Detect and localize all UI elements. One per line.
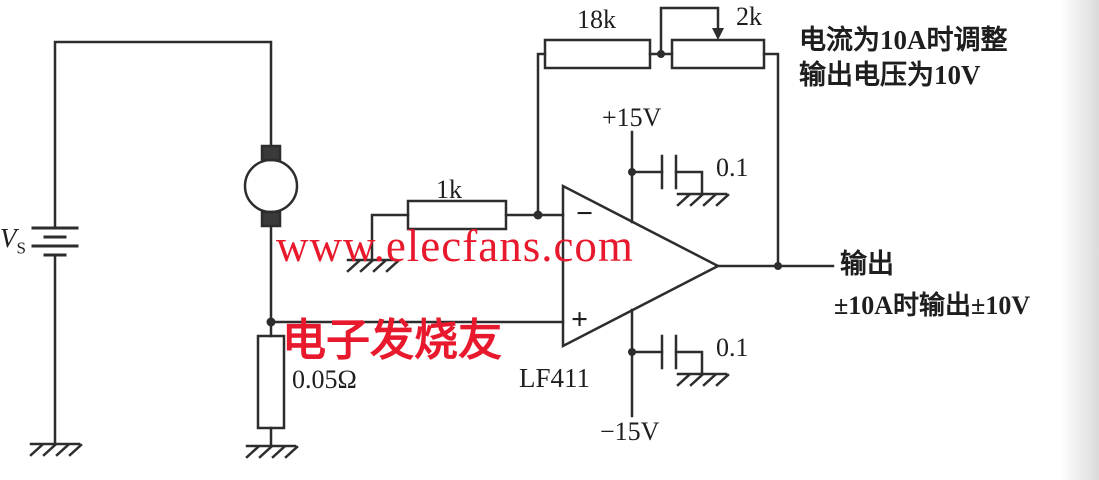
junction-dots xyxy=(266,50,782,356)
shunt-resistor-value: 0.05Ω xyxy=(292,365,357,394)
source-voltage-label: VS xyxy=(0,224,26,257)
input-resistor-body xyxy=(406,199,508,231)
wires xyxy=(53,40,835,446)
output-label: 输出 xyxy=(840,249,894,279)
feedback-resistor-body xyxy=(543,38,652,70)
ground-symbol xyxy=(676,372,730,387)
positive-supply-label: +15V xyxy=(602,103,662,132)
potentiometer-wiper-arrow xyxy=(659,6,724,56)
potentiometer-body xyxy=(670,38,766,70)
source-voltage-subscript: S xyxy=(16,238,26,258)
ground-symbol xyxy=(676,192,730,207)
output-note: ±10A时输出±10V xyxy=(834,291,1031,320)
opamp-inverting-input-mark: − xyxy=(576,197,594,230)
input-resistor-value: 1k xyxy=(436,175,462,204)
bypass-cap-bottom-value: 0.1 xyxy=(716,333,749,362)
opamp-triangle xyxy=(561,183,721,349)
scan-edge-artifact xyxy=(1061,0,1099,480)
shunt-resistor-body xyxy=(256,334,286,430)
adjust-note-line1: 电流为10A时调整 xyxy=(799,25,1008,55)
opamp-part-number: LF411 xyxy=(519,363,591,393)
watermark-site-text: www.elecfans.com xyxy=(276,221,634,271)
ground-symbol xyxy=(29,442,83,457)
source-voltage-symbol: V xyxy=(0,223,17,253)
bypass-cap-top-value: 0.1 xyxy=(716,153,749,182)
motor-symbol xyxy=(243,144,299,228)
feedback-resistor-value: 18k xyxy=(577,5,616,34)
opamp-noninverting-input-mark: + xyxy=(571,303,589,336)
adjust-note-line2: 输出电压为10V xyxy=(799,60,981,90)
bypass-capacitor-top xyxy=(660,154,678,190)
bypass-capacitor-bottom xyxy=(660,334,678,370)
battery-symbol xyxy=(31,226,79,257)
potentiometer-value: 2k xyxy=(736,2,762,31)
ground-symbol xyxy=(245,444,299,459)
watermark-brand-text: 电子发烧友 xyxy=(282,316,502,365)
negative-supply-label: −15V xyxy=(600,417,660,446)
